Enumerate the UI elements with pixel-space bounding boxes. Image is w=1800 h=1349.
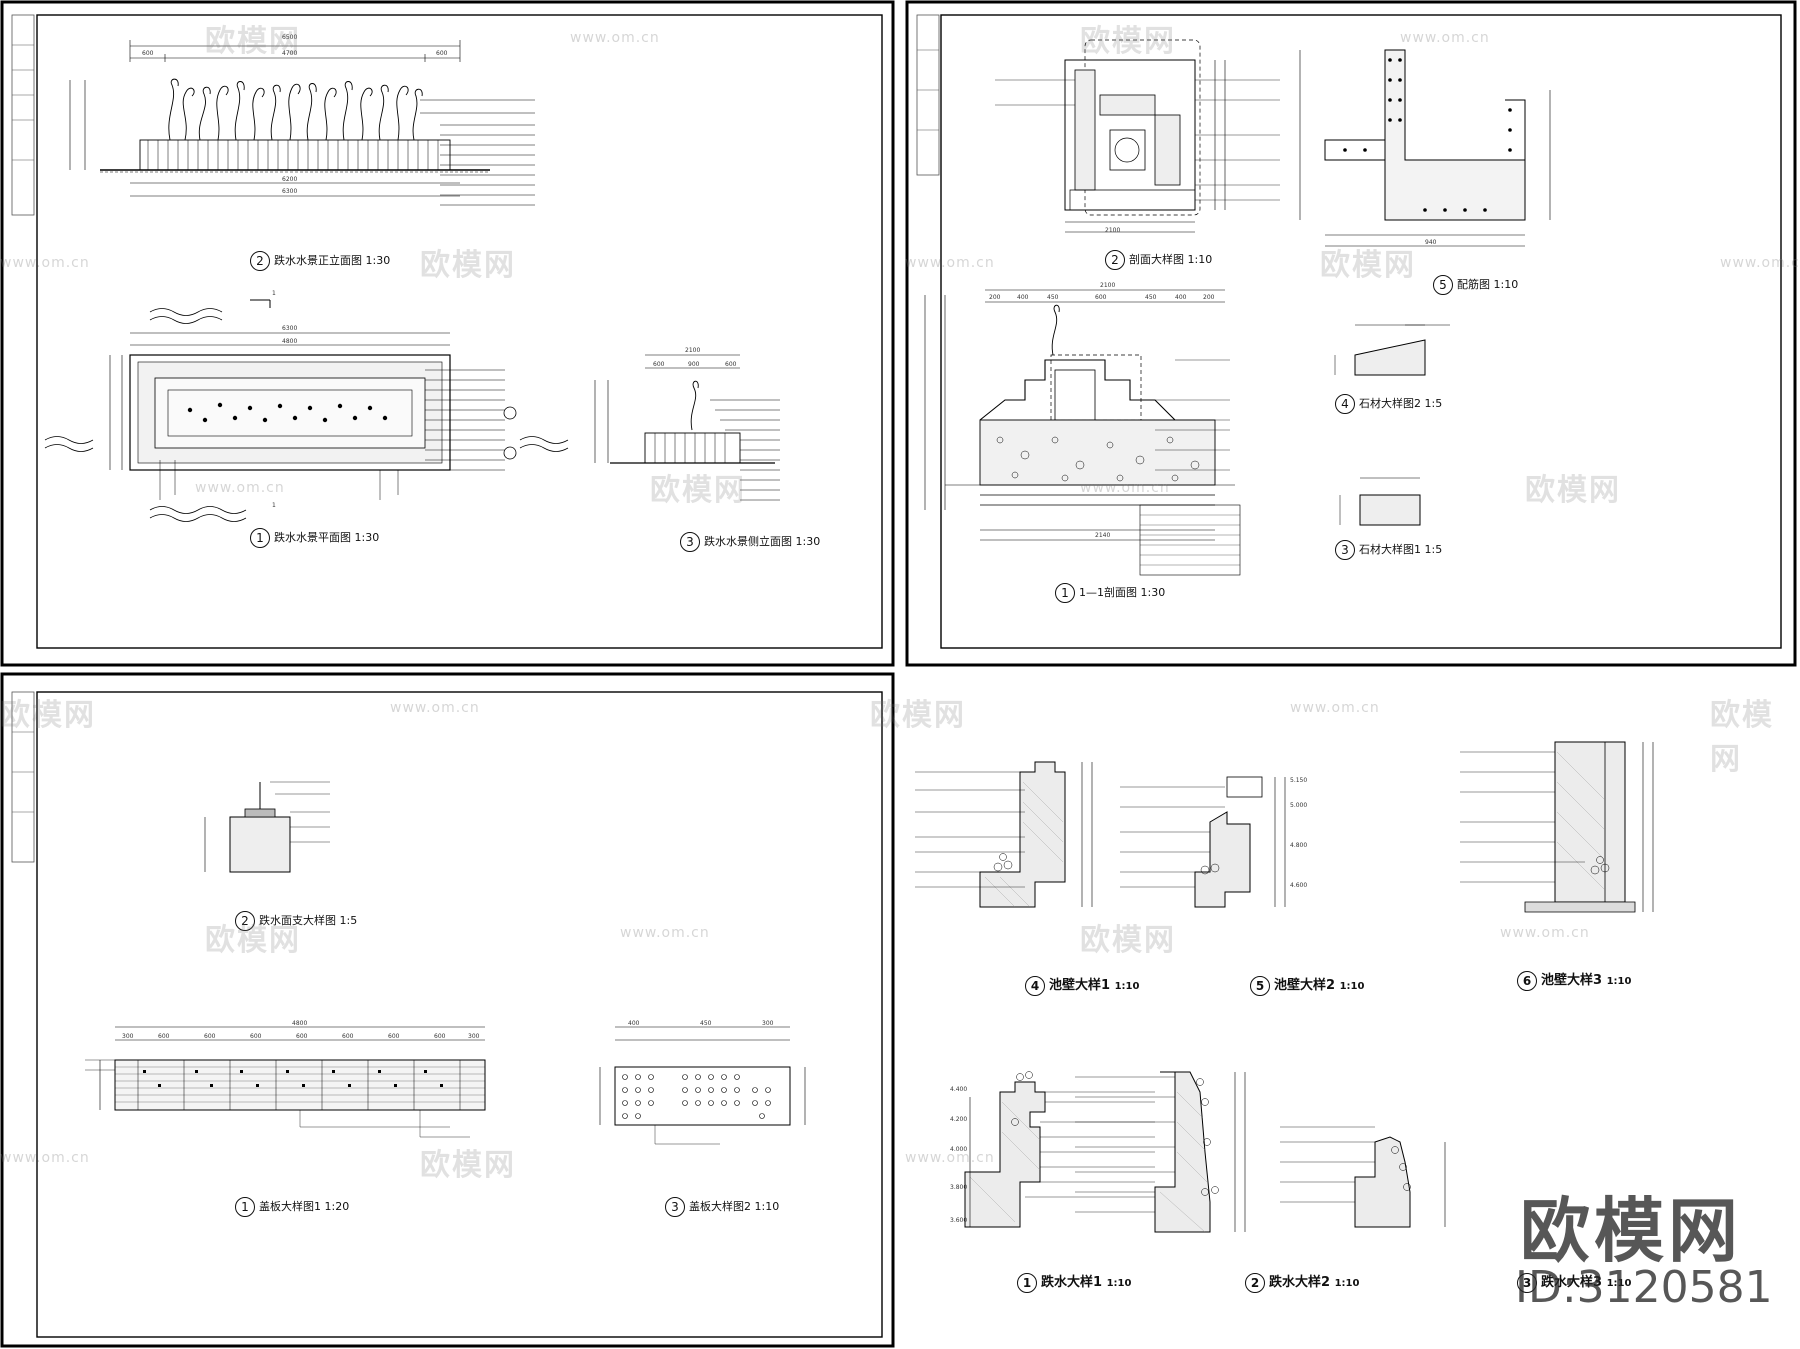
watermark-logo-9: 欧模网 xyxy=(1710,698,1774,777)
watermark-url-10: www.om.cn xyxy=(620,925,710,941)
section-1-1-seg-7: 200 xyxy=(1203,294,1215,301)
watermark-logo-2: 欧模网 xyxy=(1080,24,1176,59)
sheet-bottom-left-drawing xyxy=(0,672,895,1348)
section-1-1-seg-4: 600 xyxy=(1095,294,1107,301)
watermark-logo-3: 欧模网 xyxy=(420,248,516,283)
section-1-1-top-dim: 2100 xyxy=(1100,282,1116,289)
watermark-url-7: www.om.cn xyxy=(1080,480,1170,496)
level-5150: 5.150 xyxy=(1290,777,1308,784)
side-seg-1: 600 xyxy=(653,361,665,368)
section-mark-bottom: 1 xyxy=(272,502,276,509)
level-4600: 4.600 xyxy=(1290,882,1308,889)
front-left-seg-dim: 600 xyxy=(142,50,154,57)
brand-id: ID:3120581 xyxy=(1515,1262,1773,1313)
watermark-url-2: www.om.cn xyxy=(1400,30,1490,46)
level-4400: 4.400 xyxy=(950,1086,968,1093)
section-detail-dim: 2100 xyxy=(1105,227,1121,234)
section-1-1-bottom-dim: 2140 xyxy=(1095,532,1111,539)
plan-inner-dim: 4800 xyxy=(282,338,298,345)
level-3800: 3.800 xyxy=(950,1184,968,1191)
sheet-bottom-right-drawing xyxy=(915,741,1654,1233)
watermark-url-4: www.om.cn xyxy=(905,255,995,271)
cover-1-seg-5: 600 xyxy=(296,1033,308,1040)
cover-1-seg-3: 600 xyxy=(204,1033,216,1040)
side-overall-dim: 2100 xyxy=(685,347,701,354)
section-mark-top: 1 xyxy=(272,290,276,297)
watermark-url-12: www.om.cn xyxy=(0,1150,90,1166)
cover-1-overall-dim: 4800 xyxy=(292,1020,308,1027)
cover-1-seg-7: 600 xyxy=(388,1033,400,1040)
cover-1-seg-6: 600 xyxy=(342,1033,354,1040)
sheet-top-left-drawing xyxy=(0,0,895,667)
front-bottom-dim-2: 6300 xyxy=(282,188,298,195)
level-5000: 5.000 xyxy=(1290,802,1308,809)
watermark-logo-7: 欧模网 xyxy=(0,698,96,733)
rebar-bottom-dim: 940 xyxy=(1425,239,1437,246)
watermark-url-11: www.om.cn xyxy=(1500,925,1590,941)
watermark-url-8: www.om.cn xyxy=(390,700,480,716)
watermark-logo-11: 欧模网 xyxy=(1080,923,1176,958)
watermark-url-3: www.om.cn xyxy=(0,255,90,271)
watermark-logo-8: 欧模网 xyxy=(870,698,966,733)
side-seg-2: 900 xyxy=(688,361,700,368)
cover-1-seg-9: 300 xyxy=(468,1033,480,1040)
front-overall-dim: 6500 xyxy=(282,34,298,41)
side-seg-3: 600 xyxy=(725,361,737,368)
section-1-1-seg-3: 450 xyxy=(1047,294,1059,301)
cover-2-seg-3: 300 xyxy=(762,1020,774,1027)
cover-1-seg-2: 600 xyxy=(158,1033,170,1040)
level-4200: 4.200 xyxy=(950,1116,968,1123)
cover-1-seg-1: 300 xyxy=(122,1033,134,1040)
plan-overall-dim: 6300 xyxy=(282,325,298,332)
level-4000: 4.000 xyxy=(950,1146,968,1153)
watermark-url-1: www.om.cn xyxy=(570,30,660,46)
watermark-url-5: www.om.cn xyxy=(1720,255,1800,271)
watermark-logo-12: 欧模网 xyxy=(420,1148,516,1183)
front-inner-dim: 4700 xyxy=(282,50,298,57)
level-3600: 3.600 xyxy=(950,1217,968,1224)
section-1-1-seg-6: 400 xyxy=(1175,294,1187,301)
cover-1-seg-4: 600 xyxy=(250,1033,262,1040)
section-1-1-seg-5: 450 xyxy=(1145,294,1157,301)
watermark-logo-5: 欧模网 xyxy=(650,473,746,508)
sheet-top-right-drawing xyxy=(905,0,1797,667)
section-1-1-seg-1: 200 xyxy=(989,294,1001,301)
watermark-logo-10: 欧模网 xyxy=(205,923,301,958)
cover-2-seg-2: 450 xyxy=(700,1020,712,1027)
cover-2-seg-1: 400 xyxy=(628,1020,640,1027)
watermark-url-6: www.om.cn xyxy=(195,480,285,496)
front-bottom-dim-1: 6200 xyxy=(282,176,298,183)
watermark-url-9: www.om.cn xyxy=(1290,700,1380,716)
level-4800: 4.800 xyxy=(1290,842,1308,849)
watermark-logo-4: 欧模网 xyxy=(1320,248,1416,283)
watermark-url-13: www.om.cn xyxy=(905,1150,995,1166)
watermark-logo-1: 欧模网 xyxy=(205,24,301,59)
front-right-seg-dim: 600 xyxy=(436,50,448,57)
brand-logo: 欧模网 xyxy=(1520,1190,1742,1272)
watermark-logo-6: 欧模网 xyxy=(1525,473,1621,508)
cover-1-seg-8: 600 xyxy=(434,1033,446,1040)
section-1-1-seg-2: 400 xyxy=(1017,294,1029,301)
